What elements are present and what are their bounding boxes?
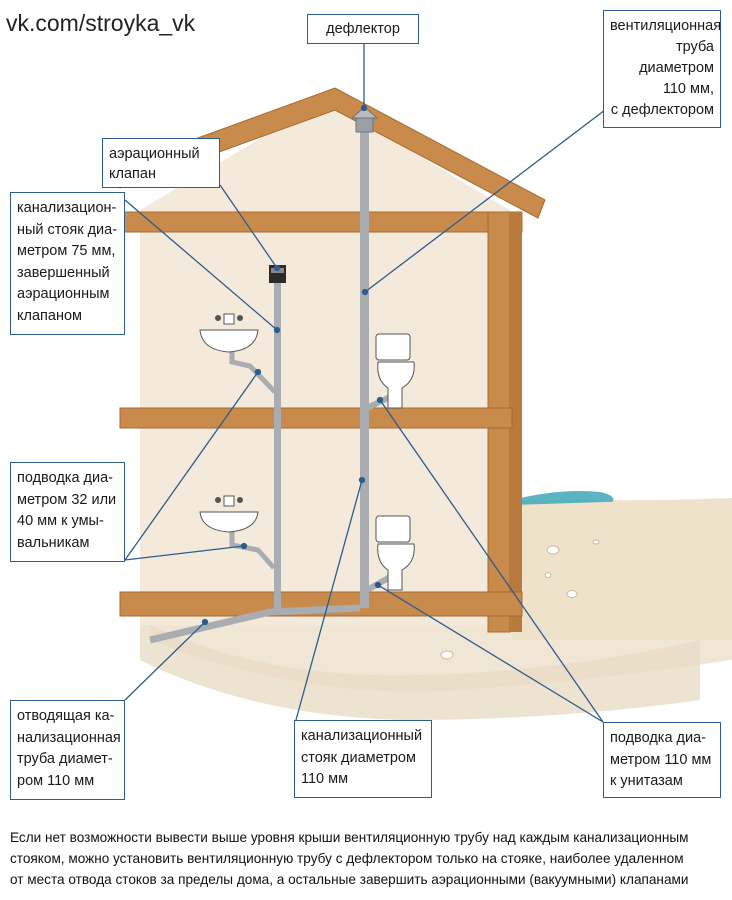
right-soil [512, 498, 732, 640]
sink-icon [199, 495, 259, 533]
riser-75 [274, 282, 281, 612]
label-riser-110: канализационный стояк диаметром 110 мм [294, 720, 432, 798]
outlet-pipe [149, 604, 361, 644]
watermark: vk.com/stroyka_vk [0, 0, 204, 46]
caption-line: Если нет возможности вывести выше уровня… [10, 830, 689, 845]
right-wall-outer [510, 212, 522, 632]
label-toilet-supply: подводка диа- метром 110 мм к унитазам [603, 722, 721, 798]
label-sink-supply: подводка диа- метром 32 или 40 мм к умы-… [10, 462, 125, 562]
stone-icon [546, 545, 560, 555]
upper-sink-supply [229, 350, 277, 394]
label-vent-pipe: вентиляционная труба диаметром 110 мм, с… [603, 10, 721, 128]
middle-floor [119, 407, 513, 429]
ground-shading [140, 620, 700, 720]
toilet-icon [375, 515, 415, 591]
caption-line: стояком, можно установить вентиляционную… [10, 851, 684, 866]
deflector-cap-icon [350, 106, 379, 133]
sink-icon [199, 313, 259, 353]
leader-lines [124, 42, 606, 723]
stone-icon [592, 539, 600, 545]
stone-icon [566, 590, 578, 598]
attic-beam [111, 211, 523, 233]
toilet-icon [375, 333, 415, 409]
label-riser-75: канализацион- ный стояк диа- метром 75 м… [10, 192, 125, 335]
label-outlet-pipe: отводящая ка- нализационная труба диамет… [10, 700, 125, 800]
caption-line: от места отвода стоков за пределы дома, … [10, 872, 689, 887]
stone-icon [544, 572, 552, 578]
vent-pipe [360, 128, 369, 608]
stone-icon [440, 650, 454, 660]
label-deflector: дефлектор [307, 14, 419, 44]
label-aeration-valve: аэрационный клапан [102, 138, 220, 188]
caption: Если нет возможности вывести выше уровня… [10, 827, 726, 890]
